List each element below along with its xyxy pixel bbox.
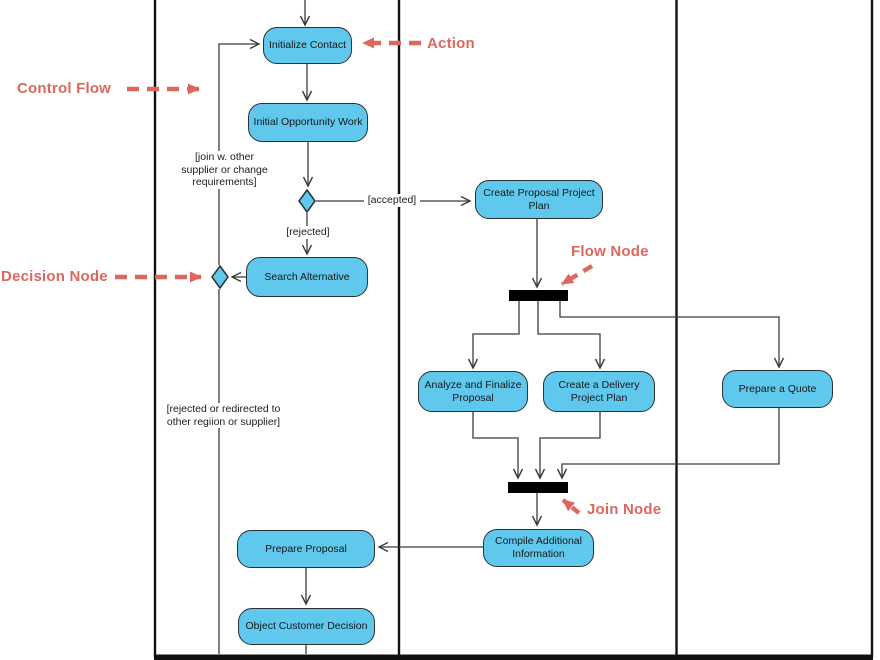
annotation-control-flow: Control Flow (17, 80, 112, 97)
action-node-initialize-contact[interactable]: Initialize Contact (263, 27, 352, 64)
edge-delivery-to-join (534, 412, 601, 480)
edge-fork-to-analyze (467, 301, 520, 370)
edge-fork-to-delivery (537, 301, 606, 370)
edge-analyze-to-join (472, 412, 524, 480)
join-bar-join-node[interactable] (508, 482, 568, 493)
action-node-search-alternative[interactable]: Search Alternative (246, 257, 368, 297)
join-node-annotation-arrow (561, 498, 581, 515)
annotation-arrows (115, 37, 594, 515)
action-node-compile-additional-information[interactable]: Compile Additional Information (483, 529, 594, 567)
fork-bar-flow-node[interactable] (509, 290, 568, 301)
guard-label-rejected-or-redirected: [rejected or redirected to other regiion… (166, 403, 281, 429)
diamond-shape (298, 188, 316, 214)
annotation-flow-node: Flow Node (571, 243, 649, 260)
diamond-shape (211, 264, 229, 290)
decision-diamond-accept-reject[interactable] (298, 188, 316, 218)
action-node-initial-opportunity-work[interactable]: Initial Opportunity Work (248, 103, 368, 142)
guard-label-rejected: [rejected] (282, 226, 334, 239)
action-node-prepare-proposal[interactable]: Prepare Proposal (237, 530, 375, 568)
action-node-analyze-and-finalize-proposal[interactable]: Analyze and Finalize Proposal (418, 371, 528, 412)
edge-quote-to-join (556, 408, 780, 480)
edge-fork-to-quote (559, 301, 785, 369)
edge-merge-to-initialize-contact (218, 38, 261, 265)
swimlane-bottom-border (154, 654, 873, 660)
action-node-object-customer-decision[interactable]: Object Customer Decision (238, 608, 375, 645)
control-flow-edges (218, 0, 785, 654)
action-node-create-a-delivery-project-plan[interactable]: Create a Delivery Project Plan (543, 371, 655, 412)
annotation-join-node: Join Node (587, 501, 662, 518)
flow-node-annotation-arrow (560, 264, 594, 286)
guard-label-accepted: [accepted] (364, 194, 420, 207)
action-node-prepare-a-quote[interactable]: Prepare a Quote (722, 370, 833, 408)
decision-diamond-merge[interactable] (211, 264, 229, 294)
annotation-decision-node: Decision Node (1, 268, 108, 285)
guard-label-join-other-supplier: [join w. other supplier or change requir… (176, 151, 273, 189)
action-node-create-proposal-project-plan[interactable]: Create Proposal Project Plan (475, 180, 603, 219)
annotation-action: Action (427, 35, 475, 52)
